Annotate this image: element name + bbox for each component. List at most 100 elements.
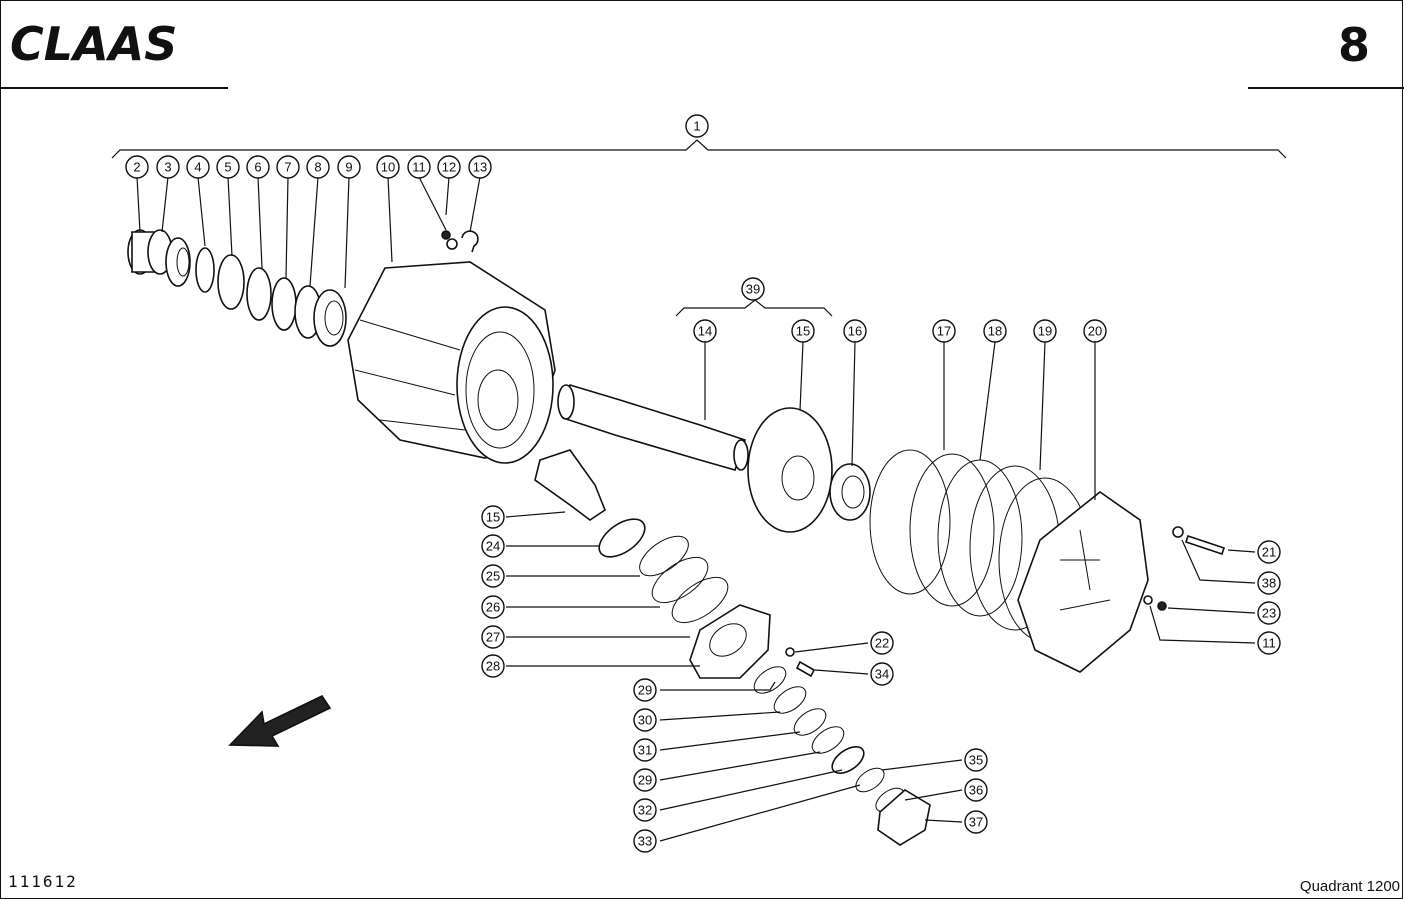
callout-circle: [741, 277, 765, 301]
callout-label: 25: [486, 569, 500, 584]
leader-lines: [136, 176, 1256, 842]
callout-label: 2: [133, 160, 140, 175]
callout-label: 21: [1262, 545, 1276, 560]
model-name: Quadrant 1200: [1299, 878, 1400, 895]
callout-9: 9: [337, 155, 361, 179]
callout-26: 26: [481, 595, 505, 619]
callout-20: 20: [1083, 319, 1107, 343]
callout-label: 37: [969, 815, 983, 830]
callout-label: 24: [486, 539, 500, 554]
callout-circle: [125, 155, 149, 179]
callout-circle: [870, 662, 894, 686]
callout-circle: [633, 829, 657, 853]
callout-circle: [246, 155, 270, 179]
callout-label: 1: [693, 119, 700, 134]
callout-label: 32: [638, 803, 652, 818]
callout-label: 22: [875, 636, 889, 651]
callout-22: 22: [870, 631, 894, 655]
callout-circle: [1033, 319, 1057, 343]
header-divider-left: [0, 87, 228, 89]
callout-31: 31: [633, 738, 657, 762]
callout-label: 13: [473, 160, 487, 175]
callout-circle: [870, 631, 894, 655]
rings-and-cover: [869, 449, 1149, 673]
callout-label: 23: [1262, 606, 1276, 621]
callout-circle: [306, 155, 330, 179]
callout-circle: [1083, 319, 1107, 343]
callout-label: 3: [164, 160, 171, 175]
callout-label: 20: [1088, 324, 1102, 339]
bearing: [829, 463, 871, 521]
callout-16: 16: [843, 319, 867, 343]
callout-circle: [983, 319, 1007, 343]
callout-circle: [481, 534, 505, 558]
diagram-number: 111612: [8, 872, 78, 891]
callout-25: 25: [481, 564, 505, 588]
callout-circle: [964, 778, 988, 802]
callout-38: 38: [1257, 571, 1281, 595]
callout-label: 5: [224, 160, 231, 175]
callout-37: 37: [964, 810, 988, 834]
callout-label: 19: [1038, 324, 1052, 339]
callout-circle: [685, 114, 709, 138]
bearing-stack-left: [127, 229, 347, 347]
bearing-stack-bottom: [753, 666, 931, 846]
callout-12: 12: [437, 155, 461, 179]
callout-label: 9: [345, 160, 352, 175]
callout-label: 7: [284, 160, 291, 175]
callout-label: 11: [1262, 636, 1276, 651]
callout-circle: [693, 319, 717, 343]
callout-circle: [964, 810, 988, 834]
bearing-stack-lower: [598, 518, 771, 679]
callout-label: 34: [875, 667, 889, 682]
header-divider-right: [1248, 87, 1404, 89]
callout-label: 35: [969, 753, 983, 768]
callout-36: 36: [964, 778, 988, 802]
callout-11: 11: [1257, 631, 1281, 655]
callout-21: 21: [1257, 540, 1281, 564]
callout-circle: [633, 798, 657, 822]
callout-29: 29: [633, 678, 657, 702]
pinion-shaft: [557, 383, 749, 471]
callout-33: 33: [633, 829, 657, 853]
callout-circle: [964, 748, 988, 772]
callout-label: 17: [937, 324, 951, 339]
callout-circle: [407, 155, 431, 179]
group-brace: [675, 299, 833, 317]
callout-18: 18: [983, 319, 1007, 343]
callout-label: 15: [796, 324, 810, 339]
arrow-down-left-icon: [228, 694, 332, 747]
callout-circle: [1257, 571, 1281, 595]
callout-19: 19: [1033, 319, 1057, 343]
callout-24: 24: [481, 534, 505, 558]
callout-2: 2: [125, 155, 149, 179]
callout-label: 36: [969, 783, 983, 798]
callout-label: 12: [442, 160, 456, 175]
callout-label: 26: [486, 600, 500, 615]
callout-circle: [1257, 601, 1281, 625]
callout-label: 29: [638, 773, 652, 788]
callout-circle: [337, 155, 361, 179]
callout-28: 28: [481, 654, 505, 678]
callout-circle: [481, 564, 505, 588]
callout-circle: [633, 708, 657, 732]
callout-label: 8: [314, 160, 321, 175]
brand-text: CLAAS: [10, 18, 177, 68]
callout-14: 14: [693, 319, 717, 343]
callout-34: 34: [870, 662, 894, 686]
fastener-hardware: [785, 526, 1226, 678]
callout-circle: [633, 768, 657, 792]
callout-circle: [843, 319, 867, 343]
callout-35: 35: [964, 748, 988, 772]
callout-circle: [481, 595, 505, 619]
callout-label: 14: [698, 324, 712, 339]
bevel-pinion: [534, 449, 606, 521]
callout-circle: [481, 654, 505, 678]
callout-23: 23: [1257, 601, 1281, 625]
callout-39: 39: [741, 277, 765, 301]
callout-8: 8: [306, 155, 330, 179]
assembly-brace: [111, 139, 1287, 159]
claas-logo: CLAAS: [8, 17, 238, 71]
